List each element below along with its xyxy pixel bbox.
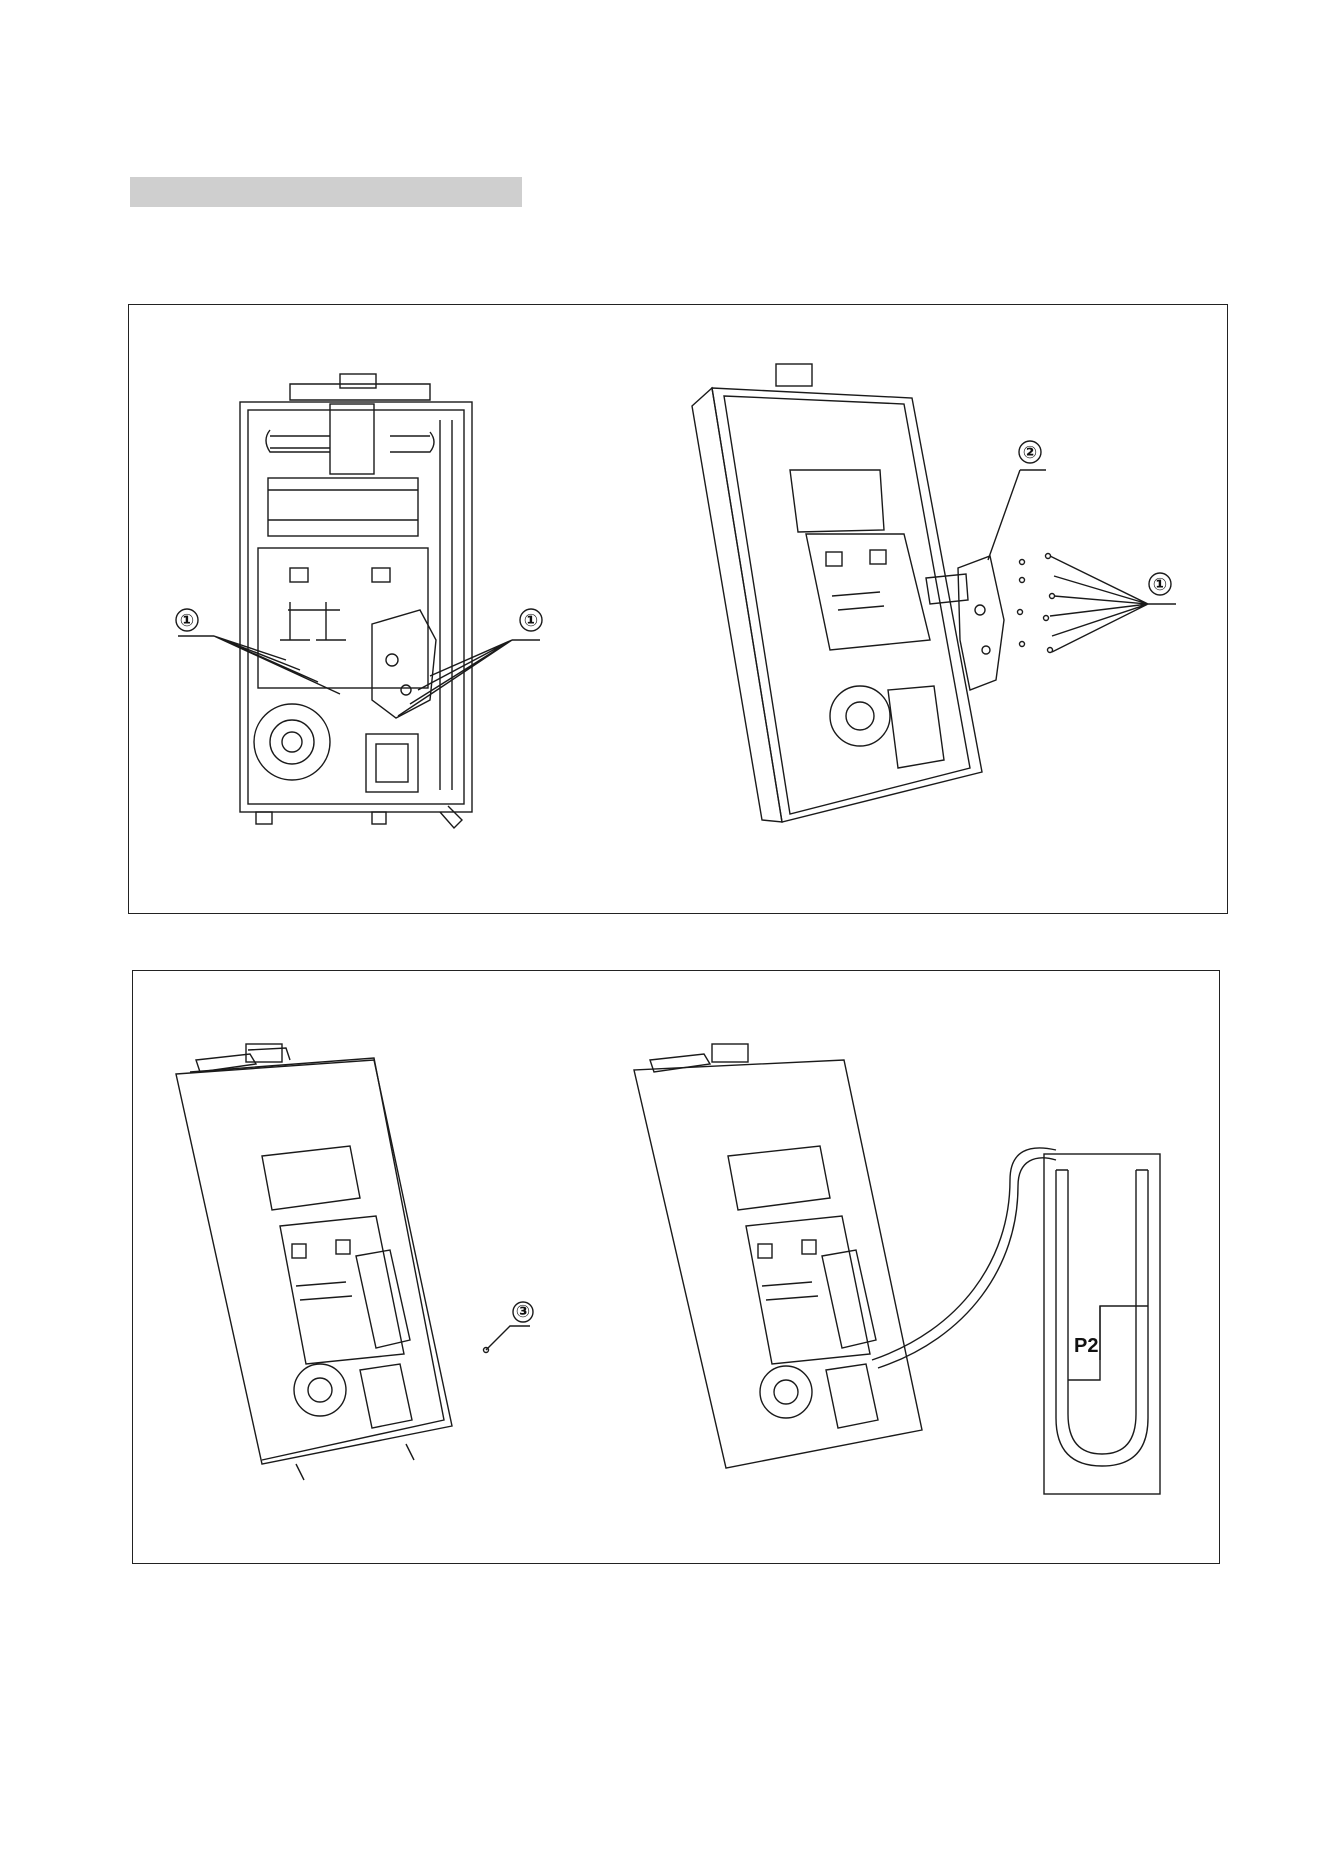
callout-3: ③	[484, 1302, 534, 1353]
callout-1-right-label: ①	[524, 611, 538, 631]
callout-1-far-leaders	[1050, 556, 1176, 652]
manometer-p2-label: P2	[1074, 1335, 1098, 1357]
heater-front-view	[240, 374, 472, 828]
callout-2-label: ②	[1023, 443, 1037, 463]
callout-1-left-leaders	[178, 636, 540, 716]
callout-1-right: ①	[520, 609, 542, 631]
callout-2: ②	[988, 441, 1046, 560]
heater-iso-view-cover-removed	[692, 364, 982, 822]
pressure-hose	[872, 1148, 1056, 1368]
u-tube-manometer: P2	[1044, 1154, 1160, 1494]
callout-1-left-label: ①	[180, 611, 194, 631]
callout-1-far-label: ①	[1153, 575, 1167, 595]
callout-3-label: ③	[516, 1302, 530, 1322]
heater-iso-view-manometer	[634, 1044, 922, 1468]
callout-1-far: ①	[1149, 573, 1171, 595]
heater-iso-view-screw-removed	[176, 1044, 452, 1480]
callout-1-left: ①	[176, 609, 198, 631]
loose-screws	[1018, 554, 1055, 653]
removed-control-cover	[926, 556, 1004, 690]
